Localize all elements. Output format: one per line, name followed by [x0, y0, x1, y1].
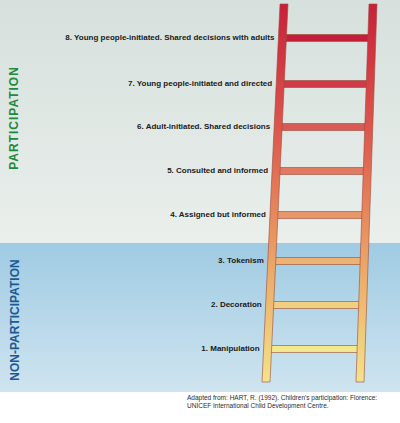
rung-label: 5. Consulted and informed [167, 167, 268, 176]
rung-label: 8. Young people-initiated. Shared decisi… [65, 34, 274, 43]
rung-label: 3. Tokenism [218, 257, 264, 266]
rung-label: 7. Young people-initiated and directed [128, 80, 272, 89]
ladder-rung [278, 124, 369, 131]
ladder-rung [274, 212, 366, 219]
ladder-rail [262, 4, 288, 382]
band-label: PARTICIPATION [8, 66, 20, 170]
ladder-rung [276, 168, 367, 175]
ladder-rung [282, 35, 372, 42]
ladder-rung [280, 81, 370, 88]
source-caption: Adapted from: HART, R. (1992). Children'… [187, 394, 397, 411]
ladder-rung [272, 258, 365, 265]
ladder-rung [270, 302, 363, 309]
ladder-rung [268, 346, 362, 353]
rung-label: 4. Assigned but informed [170, 211, 266, 220]
ladder-rail [356, 4, 377, 382]
band-label: NON-PARTICIPATION [8, 259, 20, 380]
rung-label: 1. Manipulation [201, 345, 259, 354]
rung-label: 2. Decoration [211, 301, 262, 310]
rung-label: 6. Adult-initiated. Shared decisions [137, 123, 270, 132]
participation-band: NON-PARTICIPATION [0, 243, 400, 392]
